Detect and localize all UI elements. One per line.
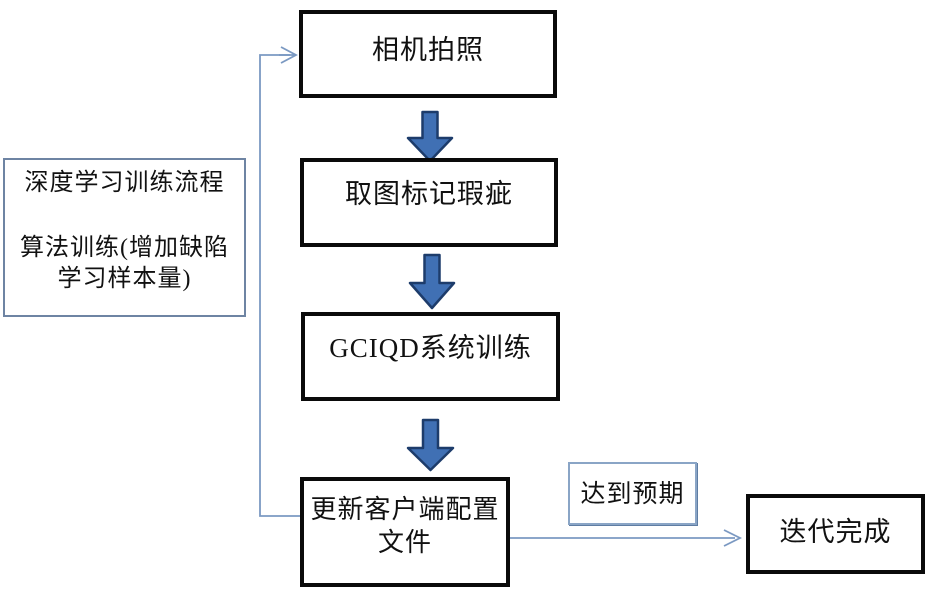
down-block-arrow-icon-2 xyxy=(408,253,456,310)
node-label: 取图标记瑕疵 xyxy=(345,179,513,209)
condition-label: 达到预期 xyxy=(580,481,685,508)
feedback-arrowhead-icon xyxy=(279,46,298,64)
note-line: 学习样本量) xyxy=(57,266,192,292)
condition-expectation-met: 达到预期 xyxy=(568,462,697,525)
node-label: 更新客户端配置 xyxy=(310,495,500,524)
result-arrowhead-icon xyxy=(723,529,743,547)
note-line: 算法训练(增加缺陷 xyxy=(20,235,229,261)
node-camera-capture: 相机拍照 xyxy=(299,10,557,98)
node-label: GCIQD系统训练 xyxy=(329,333,532,363)
node-gciqd-training: GCIQD系统训练 xyxy=(301,312,560,401)
node-label: 文件 xyxy=(377,528,432,557)
node-label: 相机拍照 xyxy=(372,35,484,65)
down-block-arrow-icon-1 xyxy=(406,110,454,163)
note-line: 深度学习训练流程 xyxy=(24,170,225,196)
note-training-process: 深度学习训练流程 算法训练(增加缺陷 学习样本量) xyxy=(3,158,246,317)
node-iteration-complete: 迭代完成 xyxy=(746,494,925,574)
node-mark-defects: 取图标记瑕疵 xyxy=(300,158,558,247)
node-label: 迭代完成 xyxy=(779,517,892,547)
node-update-client-config: 更新客户端配置 文件 xyxy=(300,477,510,587)
down-block-arrow-icon-3 xyxy=(406,418,455,472)
feedback-line xyxy=(259,54,300,517)
